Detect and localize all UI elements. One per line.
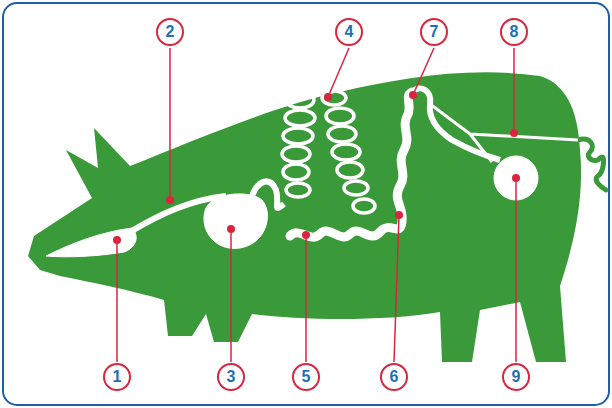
pig-tail: [578, 139, 606, 190]
callout-circle: 9: [502, 363, 530, 391]
digestive-tract: [46, 88, 578, 256]
large-intestine: [290, 92, 412, 237]
callout-number: 5: [302, 369, 311, 385]
callout-number: 1: [113, 369, 122, 385]
leader-dots: [113, 91, 520, 244]
callout-circle: 6: [380, 363, 408, 391]
frame: [3, 3, 609, 405]
rectum: [430, 104, 578, 162]
callout-number: 4: [345, 24, 354, 40]
callout-circle: 7: [420, 18, 448, 46]
mouth: [46, 228, 136, 257]
callout-number: 7: [430, 24, 439, 40]
callout-number: 3: [227, 369, 236, 385]
small-intestine: [282, 91, 375, 213]
callout-circle: 4: [335, 18, 363, 46]
callout-number: 9: [512, 369, 521, 385]
callout-circle: 3: [217, 363, 245, 391]
callout-number: 6: [390, 369, 399, 385]
callout-number: 2: [166, 24, 175, 40]
leader-lines: [117, 48, 516, 362]
stomach: [204, 194, 268, 249]
callout-circle: 1: [103, 363, 131, 391]
pig-body: [28, 72, 581, 362]
callout-number: 8: [510, 24, 519, 40]
callout-circle: 8: [500, 18, 528, 46]
callout-circle: 2: [156, 18, 184, 46]
callout-circle: 5: [292, 363, 320, 391]
duodenum: [252, 181, 284, 208]
